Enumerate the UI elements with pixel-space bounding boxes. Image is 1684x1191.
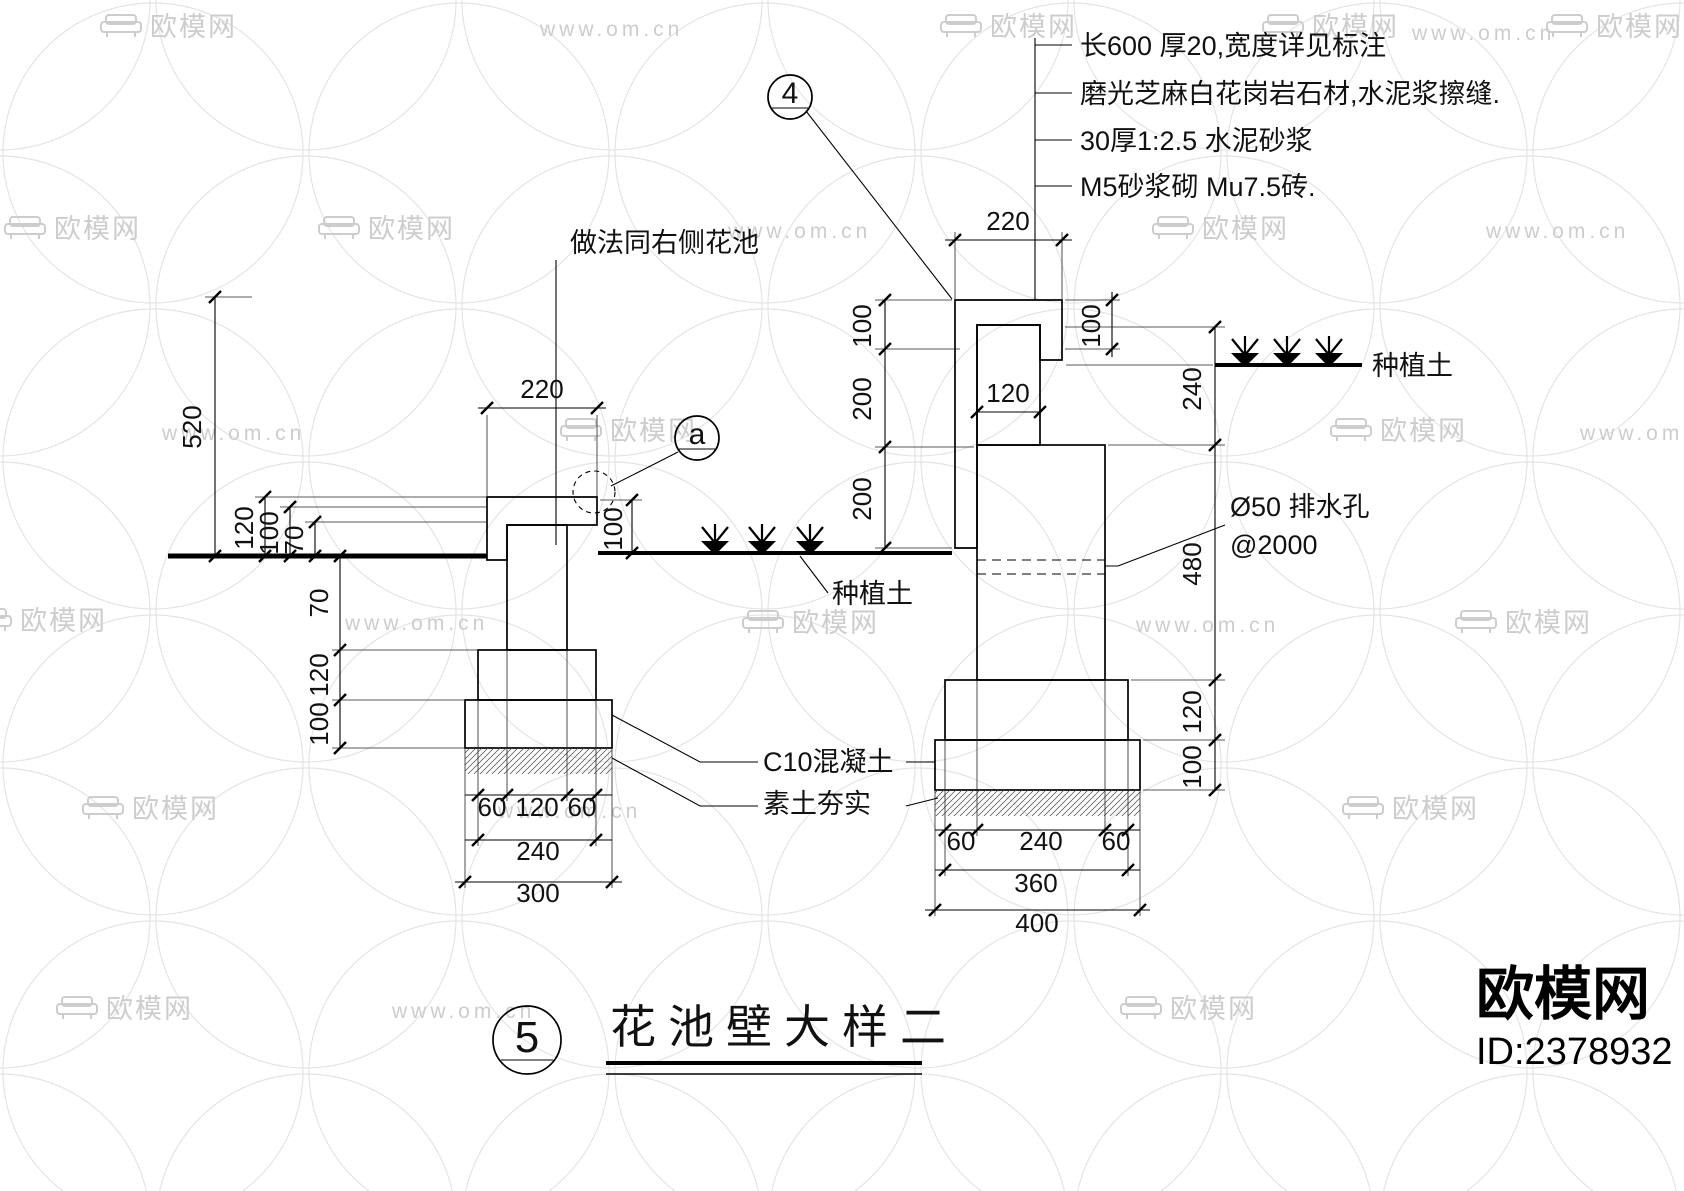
dim-label: 240 — [516, 836, 559, 866]
dim-label: 100 — [847, 304, 877, 347]
watermark-url: www.om.cn — [344, 612, 488, 635]
site-branding: 欧模网 ID:2378932 — [1476, 962, 1673, 1073]
dim-label: 200 — [847, 377, 877, 420]
planting-soil-label: 种植土 — [1372, 351, 1453, 381]
dim-label: 100 — [1076, 304, 1106, 347]
watermark-brand: 欧模网 — [990, 12, 1077, 42]
right-wall-section — [934, 299, 1362, 816]
dim-label: 240 — [1177, 367, 1207, 410]
watermark-url: www.om.cn — [391, 1000, 535, 1023]
watermark-url: www.om.cn — [1135, 614, 1279, 637]
detail-bubble-a: a — [610, 415, 720, 487]
watermark-brand: 欧模网 — [1505, 608, 1592, 638]
compacted-soil-note: 素土夯实 — [763, 789, 871, 819]
same-as-note: 做法同右侧花池 — [570, 228, 759, 258]
watermark-url: www.om.cn — [727, 220, 871, 243]
dim-label: 300 — [516, 878, 559, 908]
title-block: 5 花池壁大样二 — [492, 1001, 958, 1075]
dim-label: 100 — [598, 507, 628, 550]
dim-label: 60 — [1102, 826, 1131, 856]
detail-bubble-4: 4 — [767, 74, 953, 300]
watermark-brand: 欧模网 — [1202, 214, 1289, 244]
watermark-brand: 欧模网 — [610, 416, 697, 446]
watermark-url: www.om.cn — [497, 800, 641, 823]
dim-label: 100 — [254, 511, 284, 554]
watermark-brand: 欧模网 — [20, 606, 107, 636]
dim-label: 60 — [947, 826, 976, 856]
dim-label: 220 — [520, 374, 563, 404]
dim-label: 480 — [1177, 542, 1207, 585]
watermark-brand: 欧模网 — [106, 994, 193, 1024]
title-number-bubble — [492, 1005, 562, 1075]
title-number: 5 — [515, 1013, 539, 1062]
left-wall-section — [168, 470, 616, 774]
right-soil-hatch — [935, 790, 1140, 816]
left-soil-hatch — [465, 748, 612, 774]
watermark-url: www.om.cn — [1411, 22, 1555, 45]
dim-label: 360 — [1014, 868, 1057, 898]
watermark-brand: 欧模网 — [132, 794, 219, 824]
drain-note: Ø50 排水孔 — [1230, 492, 1370, 522]
dim-label: 100 — [1177, 745, 1207, 788]
detail-bubble-label: 4 — [782, 77, 799, 110]
annotations: 长600 厚20,宽度详见标注 磨光芝麻白花岗岩石材,水泥浆擦缝. 30厚1:2… — [555, 31, 1500, 819]
watermark-url: www.om.cn — [1579, 422, 1684, 445]
dim-label: 220 — [986, 206, 1029, 236]
dim-label: 520 — [177, 405, 207, 448]
watermark-url: www.om.cn — [161, 422, 305, 445]
watermark-brand: 欧模网 — [150, 12, 237, 42]
watermark-brand: 欧模网 — [54, 214, 141, 244]
dim-label: 400 — [1015, 908, 1058, 938]
material-note: 磨光芝麻白花岗岩石材,水泥浆擦缝. — [1080, 79, 1500, 109]
planting-soil-label: 种植土 — [832, 579, 913, 609]
watermark-url: www.om.cn — [1485, 220, 1629, 243]
dim-label: 120 — [229, 506, 259, 549]
watermark-brand: 欧模网 — [368, 214, 455, 244]
watermark-url: www.om.cn — [539, 18, 683, 41]
dim-label: 240 — [1019, 826, 1062, 856]
dim-label: 70 — [279, 526, 309, 555]
material-note: 长600 厚20,宽度详见标注 — [1080, 31, 1386, 61]
dim-label: 60 — [568, 792, 597, 822]
watermark-brand: 欧模网 — [1170, 994, 1257, 1024]
dim-label: 120 — [304, 653, 334, 696]
left-dimensions: 520 120 100 70 70 120 100 220 100 60 120… — [177, 289, 642, 908]
middle-planter — [598, 522, 952, 557]
dim-label: 120 — [986, 378, 1029, 408]
drawing-title: 花池壁大样二 — [610, 1001, 958, 1053]
detail-bubble-label: a — [689, 418, 706, 451]
dim-label: 120 — [515, 792, 558, 822]
dim-label: 200 — [847, 477, 877, 520]
concrete-note: C10混凝土 — [763, 747, 894, 777]
dim-label: 70 — [304, 589, 334, 618]
watermark-brand: 欧模网 — [1596, 12, 1683, 42]
right-dimensions: 220 100 200 200 120 100 240 480 120 100 … — [847, 206, 1225, 938]
watermark-layer: 欧模网 www.om.cn 欧模网 欧模网 www.om.cn 欧模网 欧模网 … — [0, 12, 1684, 1024]
material-note: 30厚1:2.5 水泥砂浆 — [1080, 126, 1313, 156]
dim-label: 120 — [1177, 690, 1207, 733]
watermark-brand: 欧模网 — [1312, 12, 1399, 42]
dim-label: 60 — [478, 792, 507, 822]
watermark-brand: 欧模网 — [792, 608, 879, 638]
watermark-brand: 欧模网 — [1392, 794, 1479, 824]
site-logo-text: 欧模网 — [1476, 962, 1650, 1027]
material-note: M5砂浆砌 Mu7.5砖. — [1080, 172, 1316, 202]
drain-note: @2000 — [1230, 530, 1317, 560]
watermark-brand: 欧模网 — [1380, 416, 1467, 446]
site-id-text: ID:2378932 — [1476, 1031, 1673, 1073]
detail-area-circle — [572, 470, 616, 514]
dim-label: 100 — [304, 702, 334, 745]
